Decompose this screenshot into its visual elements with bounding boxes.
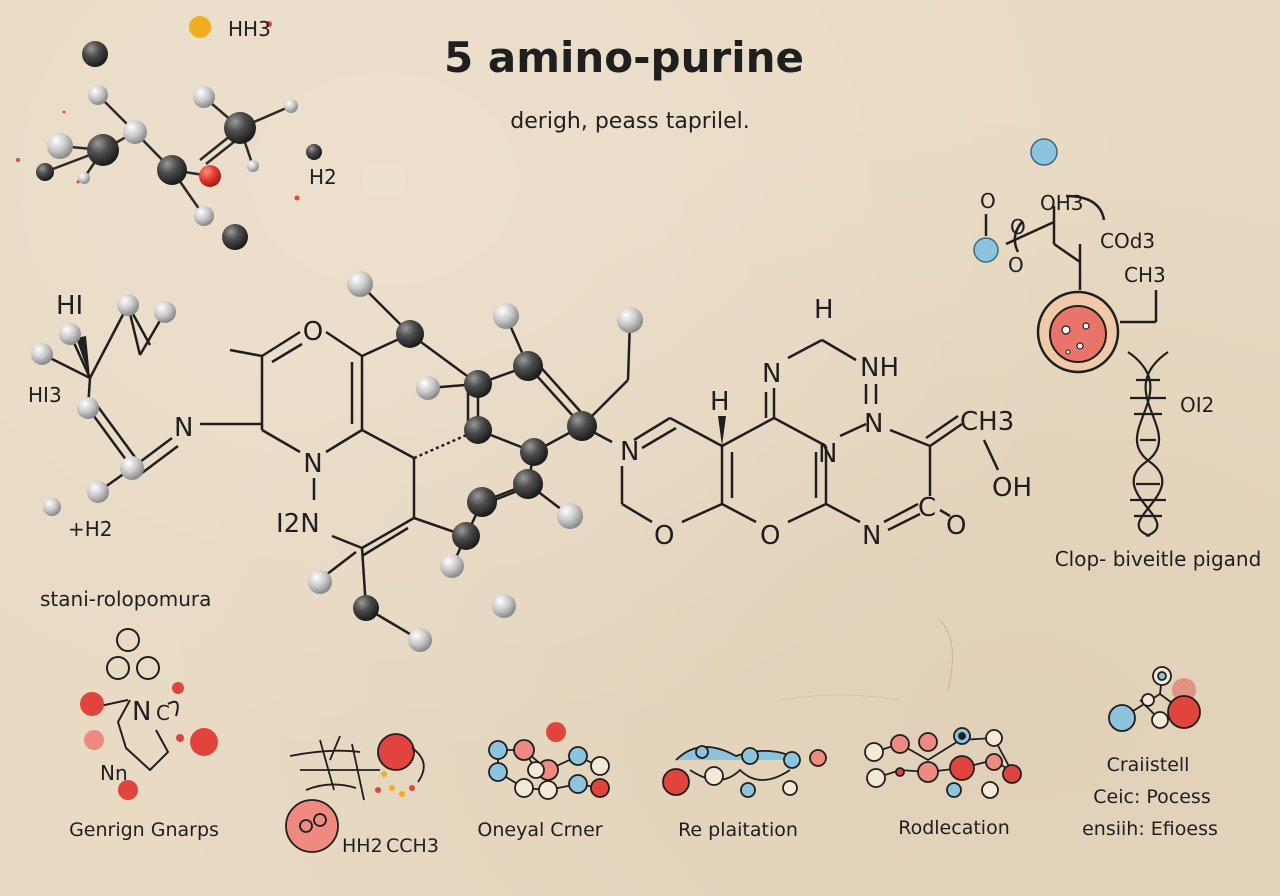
bottom-icon-6 (1108, 666, 1201, 732)
bottom-icon-5 (864, 727, 1022, 799)
bottom-caption-1: Genrign Gnarps (69, 819, 219, 841)
page-title: 5 amino-purine (444, 33, 804, 82)
label-tr-o2: O (1010, 215, 1026, 239)
label-tr-o3: O (1008, 253, 1024, 277)
bottom-right-caption-line-1: Craiistell (1107, 754, 1190, 776)
label-top-h2: H2 (309, 165, 337, 189)
label-left-n: N (174, 413, 193, 443)
label-bottom-nn: Nn (100, 761, 128, 785)
dna-helix-icon (1127, 351, 1169, 538)
label-tr-ch3: CH3 (1124, 263, 1166, 287)
bottom-caption-4: Rodlecation (898, 817, 1010, 839)
bottom-right-caption-line-3: ensiih: Efioess (1082, 818, 1218, 840)
page-subtitle: derigh, peass taprilel. (510, 109, 749, 134)
bottom-caption-2: Oneyal Crner (477, 819, 602, 841)
label-core-i2n: I2N (276, 509, 320, 539)
bottom-icon-2 (285, 733, 425, 853)
hashed-wedge (718, 416, 726, 446)
label-ring-n5: N (862, 521, 881, 551)
label-right-h: H (710, 387, 730, 417)
label-bottom-n: N (132, 697, 151, 727)
label-ring-o1: O (654, 521, 674, 551)
label-left-h2: +H2 (68, 517, 113, 541)
bottom-icon-4 (662, 745, 827, 798)
label-left-hl3: HI3 (28, 383, 62, 407)
label-right-o3: O (946, 511, 966, 541)
label-right-nh: NH (860, 353, 899, 383)
label-right-n3: N (864, 409, 883, 439)
bottom-icon-3 (488, 722, 610, 800)
label-bottom-hh2: HH2 (342, 835, 383, 857)
label-core-o: O (303, 317, 323, 347)
top-left-molecule (44, 94, 292, 217)
label-right-h2: H (814, 295, 834, 325)
bottom-caption-3: Re plaitation (678, 819, 798, 841)
left-caption: stani-rolopomura (40, 587, 211, 611)
label-right-oh: OH (992, 473, 1032, 503)
label-core-n: N (303, 449, 322, 479)
label-right-ch3: CH3 (960, 407, 1014, 437)
label-tr-oh3: OH3 (1040, 191, 1084, 215)
label-dna-oi2: OI2 (1180, 393, 1214, 417)
label-bottom-c: C (156, 701, 170, 725)
top-left-atoms (16, 16, 322, 250)
right-ring-bonds (620, 338, 1000, 532)
label-ring-n4: N (818, 439, 837, 469)
label-right-n2: N (762, 359, 781, 389)
label-tr-co3: COd3 (1100, 229, 1155, 253)
label-right-c: C (918, 493, 936, 523)
wedge-bond (76, 336, 90, 378)
bottom-right-caption-line-2: Ceic: Pocess (1093, 786, 1210, 808)
core-atoms (308, 271, 643, 652)
label-bottom-cch3: CCH3 (386, 835, 439, 857)
label-tr-o1: O (980, 189, 996, 213)
right-caption: Clop- biveitle pigand (1055, 547, 1262, 571)
left-fragment-atoms (31, 294, 176, 516)
label-right-n1: N (620, 437, 639, 467)
label-ring-o2: O (760, 521, 780, 551)
label-left-h: HI (56, 291, 83, 321)
top-right-fragment (973, 138, 1158, 374)
label-top-hh3: HH3 (228, 17, 271, 41)
bottom-icon-1 (80, 628, 218, 800)
yellow-atom-icon (189, 16, 211, 38)
